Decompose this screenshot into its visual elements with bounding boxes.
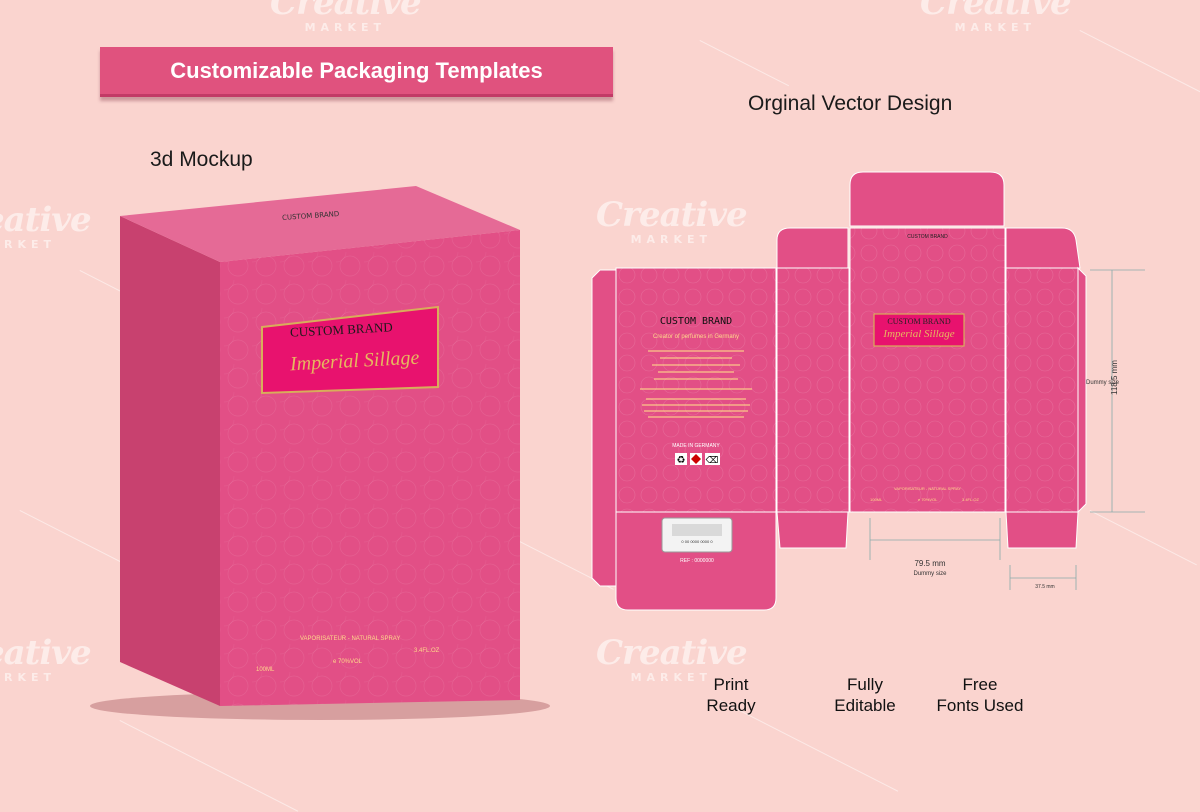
recycle-icon: ♻: [677, 455, 686, 466]
box-spray: VAPORISATEUR - NATURAL SPRAY: [300, 636, 401, 642]
dim-width: 79.5 mm: [914, 559, 946, 568]
barcode-digits: 0 00 0000 0000 0: [681, 539, 713, 544]
feature-fully-editable: Fully Editable: [834, 675, 896, 715]
box-vol-pct: e 70%VOL: [333, 659, 363, 665]
bottom-dust-right: [1005, 511, 1079, 549]
front-product: Imperial Sillage: [883, 328, 955, 340]
mockup-heading: 3d Mockup: [150, 148, 253, 171]
ref-code: REF : 0000000: [680, 558, 714, 564]
side-brand: CUSTOM BRAND: [659, 316, 733, 327]
box-side-face: [120, 216, 220, 706]
feature-free-fonts: Free Fonts Used: [936, 675, 1024, 715]
side-fine-print: [640, 346, 752, 441]
right-edge-flap: [1077, 266, 1087, 514]
dieline-top-brand: CUSTOM BRAND: [907, 234, 948, 240]
front-brand: CUSTOM BRAND: [887, 317, 951, 326]
made-in: MADE IN GERMANY: [672, 443, 720, 449]
title-banner: Customizable Packaging Templates: [100, 47, 613, 97]
hazard-icon: [691, 454, 701, 464]
bottom-dust-left: [776, 511, 849, 549]
front-floz: 3.4FL.OZ: [962, 497, 979, 502]
glue-flap: [591, 269, 617, 587]
front-volume: 100ML: [870, 497, 883, 502]
dim-depth: 37.5 mm: [1035, 584, 1055, 590]
front-spray: VAPORISATEUR - NATURAL SPRAY: [894, 486, 961, 491]
dieline-label: [873, 313, 965, 347]
vector-heading: Orginal Vector Design: [748, 92, 953, 115]
bottom-tuck-flap: [615, 511, 777, 611]
side-tagline: Creator of perfumes in Germany: [652, 334, 740, 340]
box-volume: 100ML: [256, 667, 275, 673]
box-top-face: [120, 186, 520, 262]
dim-width-note: Dummy size: [913, 571, 947, 577]
top-tuck-flap: [849, 171, 1005, 227]
dim-height-note: Dummy size: [1086, 380, 1120, 386]
top-dust-flap-right: [1005, 227, 1081, 269]
front-vol-pct: e 70%VOL: [918, 497, 938, 502]
feature-print-ready: Print Ready: [706, 675, 756, 715]
box-floz: 3.4FL.OZ: [414, 648, 440, 654]
box-label: [261, 305, 439, 395]
banner-title: Customizable Packaging Templates: [170, 57, 543, 83]
top-dust-flap-left: [776, 227, 849, 269]
dim-height: 118.5 mm: [1110, 360, 1119, 395]
bin-icon: ⌫: [705, 456, 719, 466]
